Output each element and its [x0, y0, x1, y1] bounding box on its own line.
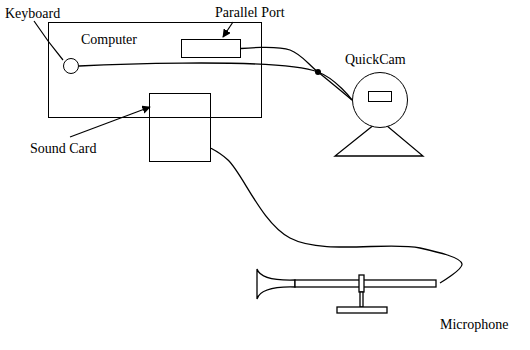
computer-box: Parallel PortSound CardKeyboardComputer — [48, 22, 262, 118]
keyboard-connector: Keyboard — [63, 58, 79, 74]
cable — [241, 47, 352, 100]
port-box: Parallel Port — [181, 39, 241, 58]
node-label: Sound Card — [30, 141, 97, 157]
node-label: Microphone — [440, 317, 508, 333]
microphone-figure: Microphone — [255, 265, 440, 315]
camera-lens-window — [368, 91, 392, 102]
node-label: QuickCam — [345, 52, 406, 68]
cable — [79, 63, 352, 100]
cable — [211, 148, 462, 283]
leader-arrow — [223, 22, 233, 37]
node-label: Computer — [81, 32, 137, 48]
microphone-outline — [255, 265, 440, 315]
leader-arrow — [70, 107, 150, 137]
quickcam-camera: QuickCam — [352, 72, 408, 128]
node-label: Parallel Port — [215, 5, 285, 21]
node-label: Keyboard — [5, 6, 60, 22]
sound-card-box: Sound Card — [149, 93, 211, 162]
